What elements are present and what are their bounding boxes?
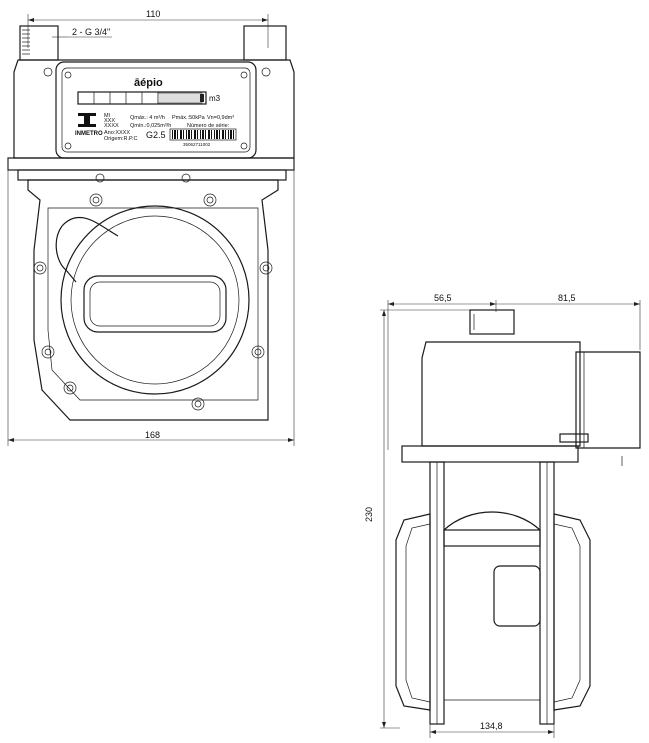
dimension-230: 230 (364, 309, 470, 729)
marking-xxx: XXX (104, 118, 115, 124)
marking-pmax: Pmáx.:50kPa (172, 115, 206, 121)
dimension-56-5: 56,5 (387, 293, 497, 450)
thread-label: 2 - G 3/4" (72, 27, 110, 37)
marking-qmin: Qmín.:0,025m³/h (130, 123, 171, 129)
side-connector (469, 309, 515, 335)
dimension-56-5-label: 56,5 (434, 293, 452, 303)
dimension-134-8-label: 134,8 (480, 721, 503, 731)
dimension-81-5-label: 81,5 (558, 293, 576, 303)
side-inner-arc (443, 511, 541, 531)
thread-callout: 2 - G 3/4" (52, 27, 112, 38)
marking-vn: Vn=0,9dm³ (207, 115, 234, 121)
side-cover-left (395, 513, 431, 711)
index-plate: āépio m3 Ml XXX XXXX Qmáx.: 4 m³/h P (55, 61, 257, 159)
right-connector (243, 25, 287, 61)
top-bolts (43, 67, 271, 183)
body-bolts (33, 193, 273, 411)
unit-label: m3 (209, 94, 221, 103)
odometer-display: m3 (77, 91, 221, 105)
barcode-number: 35062711002 (183, 142, 211, 147)
inmetro-logo (78, 113, 96, 127)
side-latch (559, 433, 589, 443)
barcode: 35062711002 (169, 128, 237, 147)
marking-xxxx: XXXX (104, 123, 119, 129)
marking-origem: Origem:R.P.C (104, 136, 138, 142)
lower-body (27, 179, 279, 421)
lower-body-inner (47, 207, 259, 401)
brand-logo: āépio (134, 77, 163, 89)
side-index-box (575, 351, 641, 449)
side-view: 56,5 81,5 230 (364, 293, 641, 738)
dimension-134-8: 134,8 (429, 712, 555, 738)
marking-model: G2.5 (146, 130, 166, 140)
marking-ml: Ml (104, 113, 110, 119)
dimension-81-5: 81,5 (496, 293, 641, 350)
dimension-110: 110 (27, 9, 269, 48)
dimension-168-label: 168 (145, 430, 160, 440)
flange-band (7, 157, 295, 171)
side-flange (401, 445, 579, 463)
cover-window (83, 275, 227, 333)
marking-inmetro: INMETRO (75, 131, 103, 137)
marking-ano: Ano:XXXX (104, 130, 130, 136)
dimension-110-label: 110 (146, 9, 160, 19)
side-inner-block (493, 565, 541, 627)
front-view: 110 2 - G 3/4" (7, 9, 295, 446)
flange-lower (17, 169, 287, 181)
dimension-168: 168 (7, 158, 295, 446)
left-connector (19, 25, 59, 61)
marking-serial-label: Número de série: (187, 123, 230, 129)
marking-qmax: Qmáx.: 4 m³/h (130, 115, 165, 121)
side-housing (421, 341, 581, 447)
dimension-230-label: 230 (364, 507, 374, 522)
side-cover-right (553, 513, 591, 711)
round-cover (55, 205, 250, 395)
